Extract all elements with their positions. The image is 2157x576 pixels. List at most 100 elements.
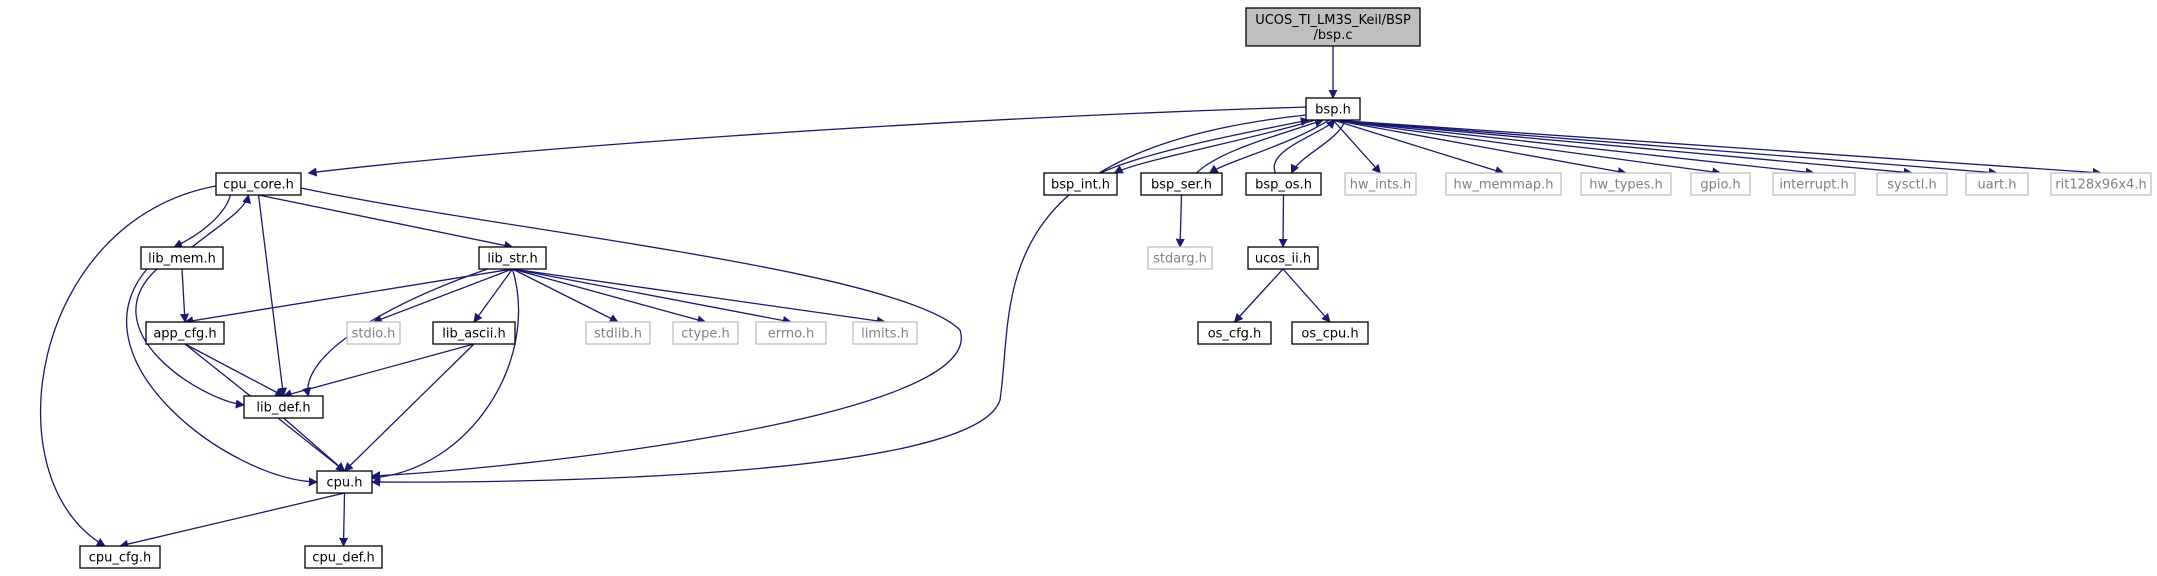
node-rit-h: rit128x96x4.h [2050, 172, 2152, 196]
edge-bsp-h-to-cpu-core-h [307, 106, 1307, 177]
node-label: hw_types.h [1589, 178, 1663, 193]
node-label: lib_str.h [487, 252, 537, 267]
node-cpu-def-h[interactable]: cpu_def.h [304, 545, 383, 569]
node-cpu-cfg-h[interactable]: cpu_cfg.h [79, 545, 161, 569]
edge-ucos-ii-h-to-os-cfg-h [1233, 268, 1284, 323]
node-lib-mem-h[interactable]: lib_mem.h [140, 246, 224, 270]
node-box [79, 545, 161, 569]
node-label: cpu.h [326, 476, 362, 491]
node-lib-def-h[interactable]: lib_def.h [243, 395, 324, 419]
edge-cpu-core-h-to-lib-str-h [258, 194, 514, 250]
node-box [1197, 321, 1272, 345]
node-box [346, 321, 401, 345]
edge-bsp-h-to-rit-h [1332, 119, 2102, 177]
edge-bsp-h-to-bsp-int-h [1113, 119, 1316, 174]
node-os-cfg-h[interactable]: os_cfg.h [1197, 321, 1272, 345]
node-box [852, 321, 918, 345]
node-label: rit128x96x4.h [2055, 178, 2146, 193]
node-ctype-h: ctype.h [672, 321, 739, 345]
edge-cpu-core-h-to-cpu-cfg-h [39, 185, 217, 547]
edge-lib-ascii-h-to-lib-def-h [282, 343, 475, 399]
node-label: app_cfg.h [153, 327, 216, 342]
node-uart-h: uart.h [1965, 172, 2029, 196]
node-gpio-h: gpio.h [1690, 172, 1751, 196]
node-stdio-h: stdio.h [346, 321, 401, 345]
node-cpu-h[interactable]: cpu.h [316, 470, 373, 494]
node-interrupt-h: interrupt.h [1772, 172, 1856, 196]
node-label: ucos_ii.h [1255, 252, 1311, 267]
edge-lib-def-h-to-cpu-h [283, 417, 346, 472]
node-label: bsp.h [1315, 103, 1351, 118]
node-label: hw_ints.h [1350, 178, 1411, 193]
node-app-cfg-h[interactable]: app_cfg.h [145, 321, 225, 345]
edge-bsp-h-to-sysctl-h [1332, 119, 1913, 177]
edge-lib-mem-h-to-app-cfg-h [179, 268, 190, 323]
node-lib-str-h[interactable]: lib_str.h [478, 246, 547, 270]
edge-bsp-int-h-to-bsp-h [1100, 117, 1310, 174]
node-label: stdio.h [352, 327, 396, 342]
edge-lib-mem-h-to-cpu-core-h [191, 194, 252, 248]
node-limits-h: limits.h [852, 321, 918, 345]
node-os-cpu-h[interactable]: os_cpu.h [1291, 321, 1369, 345]
edge-bsp-ser-h-to-bsp-h [1196, 118, 1324, 174]
node-label: errno.h [768, 327, 815, 342]
edges-layer [39, 46, 2102, 549]
edge-bsp-ser-h-to-stdarg-h [1175, 194, 1185, 248]
node-label: cpu_def.h [312, 551, 374, 566]
node-stdarg-h: stdarg.h [1147, 246, 1213, 270]
edge-bsp-os-h-to-ucos-ii-h [1278, 194, 1288, 248]
node-bsp-h[interactable]: bsp.h [1305, 97, 1361, 121]
node-label: limits.h [861, 327, 909, 342]
edge-lib-str-h-to-cpu-h [371, 268, 520, 482]
node-box [1291, 321, 1369, 345]
edge-cpu-core-h-to-cpu-h [300, 187, 962, 481]
edge-bsp-h-to-gpio-h [1332, 119, 1722, 177]
edge-app-cfg-h-to-lib-def-h [184, 343, 285, 397]
node-box [672, 321, 739, 345]
edge-bsp-h-to-bsp-os-h [1290, 119, 1346, 174]
node-box [1965, 172, 2029, 196]
node-cpu-core-h[interactable]: cpu_core.h [215, 172, 302, 196]
node-stdlib-h: stdlib.h [585, 321, 651, 345]
edge-lib-ascii-h-to-cpu-h [343, 343, 475, 472]
node-box [1147, 246, 1213, 270]
node-box [1245, 7, 1421, 47]
node-lib-ascii-h[interactable]: lib_ascii.h [432, 321, 516, 345]
edge-lib-mem-h-to-lib-def-h [135, 268, 245, 409]
edge-lib-str-h-to-stdio-h [372, 268, 513, 324]
node-label: os_cfg.h [1208, 327, 1262, 342]
edge-bsp-h-to-bsp-ser-h [1208, 119, 1330, 174]
edge-bsp-os-h-to-bsp-h [1273, 119, 1336, 174]
node-box [755, 321, 827, 345]
node-root[interactable]: UCOS_TI_LM3S_Keil/BSP/bsp.c [1245, 7, 1421, 47]
edge-bsp-h-to-hw-memmap-h [1332, 119, 1505, 175]
node-label: bsp_ser.h [1151, 178, 1212, 193]
node-box [1772, 172, 1856, 196]
edge-ucos-ii-h-to-os-cpu-h [1282, 268, 1331, 323]
node-box [1140, 172, 1223, 196]
node-errno-h: errno.h [755, 321, 827, 345]
node-label: lib_mem.h [148, 252, 216, 267]
edge-cpu-h-to-cpu-def-h [339, 492, 349, 547]
edge-lib-str-h-to-stdlib-h [512, 268, 619, 323]
edge-lib-str-h-to-limits-h [512, 268, 886, 326]
node-bsp-os-h[interactable]: bsp_os.h [1245, 172, 1322, 196]
node-label: UCOS_TI_LM3S_Keil/BSP [1255, 13, 1411, 28]
node-ucos-ii-h[interactable]: ucos_ii.h [1247, 246, 1319, 270]
edge-cpu-core-h-to-lib-def-h [257, 194, 288, 397]
node-label: lib_ascii.h [442, 327, 505, 342]
edge-lib-str-h-to-app-cfg-h [184, 268, 513, 326]
edge-cpu-h-to-cpu-cfg-h [119, 492, 345, 549]
node-bsp-ser-h[interactable]: bsp_ser.h [1140, 172, 1223, 196]
node-box [1580, 172, 1672, 196]
node-box [1445, 172, 1562, 196]
node-bsp-int-h[interactable]: bsp_int.h [1043, 172, 1118, 196]
edge-cpu-core-h-to-lib-mem-h [173, 194, 232, 248]
node-label: bsp_os.h [1255, 178, 1312, 193]
node-label: lib_def.h [256, 401, 310, 416]
node-box [2050, 172, 2152, 196]
node-hw-types-h: hw_types.h [1580, 172, 1672, 196]
node-label: ctype.h [681, 327, 730, 342]
node-label: os_cpu.h [1301, 327, 1358, 342]
